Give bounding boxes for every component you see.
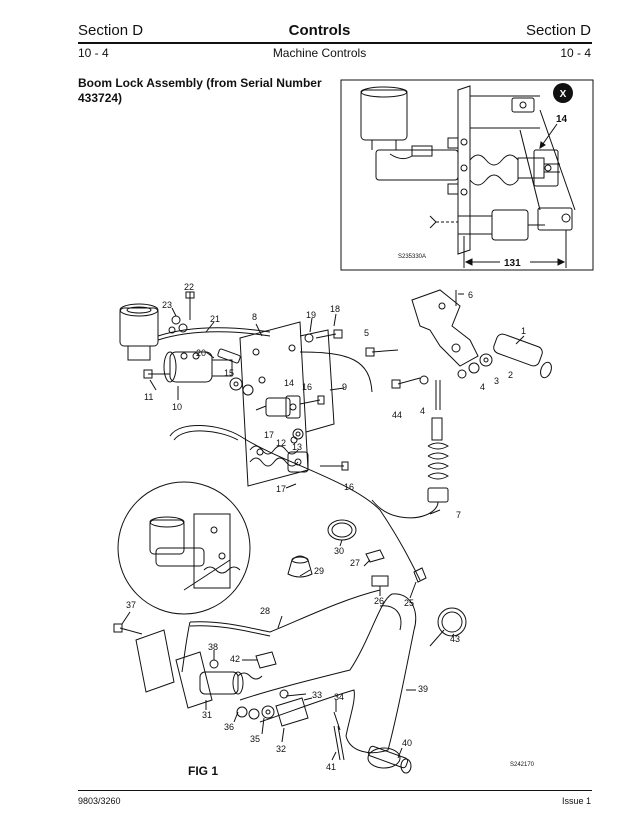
footer-rule [78,790,592,791]
callout: 38 [208,642,218,652]
callout: 2 [508,370,513,380]
figure-label: FIG 1 [188,764,219,778]
callout: 37 [126,600,136,610]
callout: 44 [392,410,402,420]
callout: 16 [344,482,354,492]
callout: 17 [276,484,286,494]
page-title: Controls [288,22,351,39]
callout: 23 [162,300,172,310]
callout: 16 [302,382,312,392]
callout: 40 [402,738,412,748]
callout: 41 [326,762,336,772]
callout: 30 [334,546,344,556]
callout: 4 [480,382,485,392]
callout: 15 [224,368,234,378]
callout: 13 [292,442,302,452]
callout: 6 [468,290,473,300]
inset-ref-code: S235330A [398,254,426,260]
callout: 8 [252,312,257,322]
callout: 12 [276,438,286,448]
callout: 43 [450,634,460,644]
callout: 27 [350,558,360,568]
callout: 39 [418,684,428,694]
callout: 35 [250,734,260,744]
callout: 5 [364,328,369,338]
callout: 11 [144,392,153,402]
callout: 21 [210,314,220,324]
header-rule [78,42,592,44]
callout: 22 [184,282,194,292]
callout: 4 [420,406,425,416]
section-label-right: Section D [525,22,591,39]
document-number: 9803/3260 [78,796,121,806]
callout: 19 [306,310,316,320]
callout: 34 [334,692,344,702]
assembly-heading: Boom Lock Assembly (from Serial Number 4… [78,76,322,105]
callout: 14 [284,378,294,388]
view-marker-badge [553,83,573,103]
callout: 10 [172,402,182,412]
callout: 36 [224,722,234,732]
section-label-left: Section D [78,22,144,39]
inset-callout-14: 14 [556,114,568,125]
callout: 3 [494,376,499,386]
callout: 29 [314,566,324,576]
callout: 9 [342,382,347,392]
callout: 20 [196,348,206,358]
page-number-right: 10 - 4 [560,46,591,60]
callout: 33 [312,690,322,700]
callout: 18 [330,304,340,314]
callout: 32 [276,744,286,754]
callout: 26 [374,596,384,606]
view-marker-text: X [560,89,567,100]
callout: 7 [456,510,461,520]
page-number-left: 10 - 4 [78,46,109,60]
callout: 25 [404,598,414,608]
callout: 42 [230,654,240,664]
issue-label: Issue 1 [561,796,591,806]
callout: 31 [202,710,212,720]
callout: 17 [264,430,274,440]
inset-frame [340,79,594,271]
callout: 28 [260,606,270,616]
inset-dimension: 131 [504,258,521,269]
drawing-ref-code: S242170 [510,762,535,768]
page-subtitle: Machine Controls [272,46,367,60]
callout: 1 [521,326,526,336]
